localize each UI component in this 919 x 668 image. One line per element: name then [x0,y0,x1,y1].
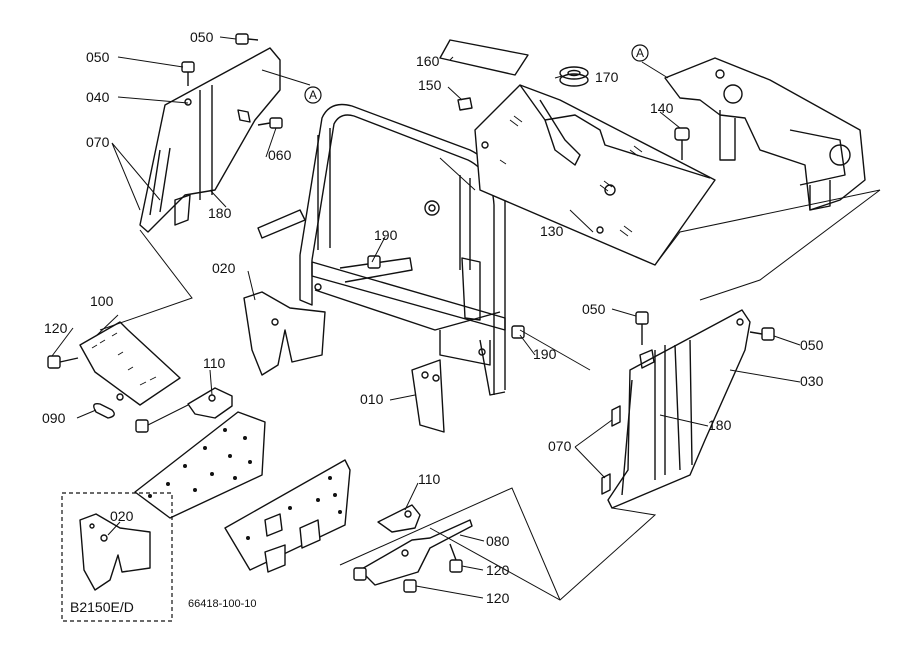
lower-plate-left [134,411,266,519]
plate-080 [359,519,473,586]
bolt-120-bottom-a [449,543,463,573]
reference-mark-a-right: A [631,44,649,62]
bracket-left-small [257,209,306,239]
bracket-110-left [187,387,233,419]
callout-070-right: 070 [548,438,572,454]
callout-190-right: 190 [533,346,557,362]
callout-050-topleft: 050 [86,49,110,65]
leader-lines [51,36,881,601]
main-frame [299,103,506,396]
callout-080: 080 [486,533,510,549]
variant-inset [61,492,173,622]
callout-050-right-b: 050 [800,337,824,353]
callout-040: 040 [86,89,110,105]
callout-110-bottom: 110 [418,471,441,487]
callout-120-left: 120 [44,320,68,336]
callout-050-right-a: 050 [582,301,606,317]
callout-170: 170 [595,69,619,85]
bolt-140 [674,127,690,160]
reference-mark-a-left-label: A [309,88,317,102]
side-panel-030 [601,309,751,509]
bracket-010 [411,359,445,433]
callout-020-inset: 020 [110,508,134,524]
callout-020-main: 020 [212,260,236,276]
bolt-050-right-b [749,327,775,341]
callout-140: 140 [650,100,674,116]
variant-label: B2150E/D [70,599,134,615]
bolt-small-left [135,419,149,433]
callout-060: 060 [268,147,292,163]
callout-110-left: 110 [203,355,226,371]
bracket-020 [243,291,326,376]
bolt-small-bottom [353,567,367,581]
bolt-150 [457,97,473,111]
bolt-050-right-a [635,311,649,345]
callout-labels: 050 050 040 070 180 060 020 100 120 090 … [42,29,824,606]
callout-070-left: 070 [86,134,110,150]
plate-100 [79,321,181,406]
callout-100: 100 [90,293,114,309]
pad-160 [439,39,529,76]
callout-130: 130 [540,223,564,239]
dash-bracket [664,57,866,211]
bolt-060 [257,117,283,129]
bolt-190-top [367,255,381,269]
bolt-120-bottom-b [403,579,417,593]
callout-190-top: 190 [374,227,398,243]
bolt-050-top [235,33,259,45]
callout-120-bottom-b: 120 [486,590,510,606]
callout-180-right: 180 [708,417,732,433]
lower-plate-center [224,459,351,573]
callout-120-bottom-a: 120 [486,562,510,578]
bolt-050-topleft [181,61,195,86]
grommet-170 [559,66,589,87]
callout-150: 150 [418,77,442,93]
reference-mark-a-left: A [304,86,322,104]
clip-090 [93,402,115,419]
reference-mark-a-right-label: A [636,46,644,60]
callout-090: 090 [42,410,66,426]
bolt-190-right [511,325,525,339]
cover-130 [474,84,716,266]
callout-180-left: 180 [208,205,232,221]
bolt-120-left [47,355,79,369]
callout-050-top: 050 [190,29,214,45]
callout-030: 030 [800,373,824,389]
callout-160: 160 [416,53,440,69]
bracket-110-bottom [377,504,421,533]
side-panel-040 [139,47,281,233]
callout-010: 010 [360,391,384,407]
drawing-number: 66418-100-10 [188,598,257,610]
